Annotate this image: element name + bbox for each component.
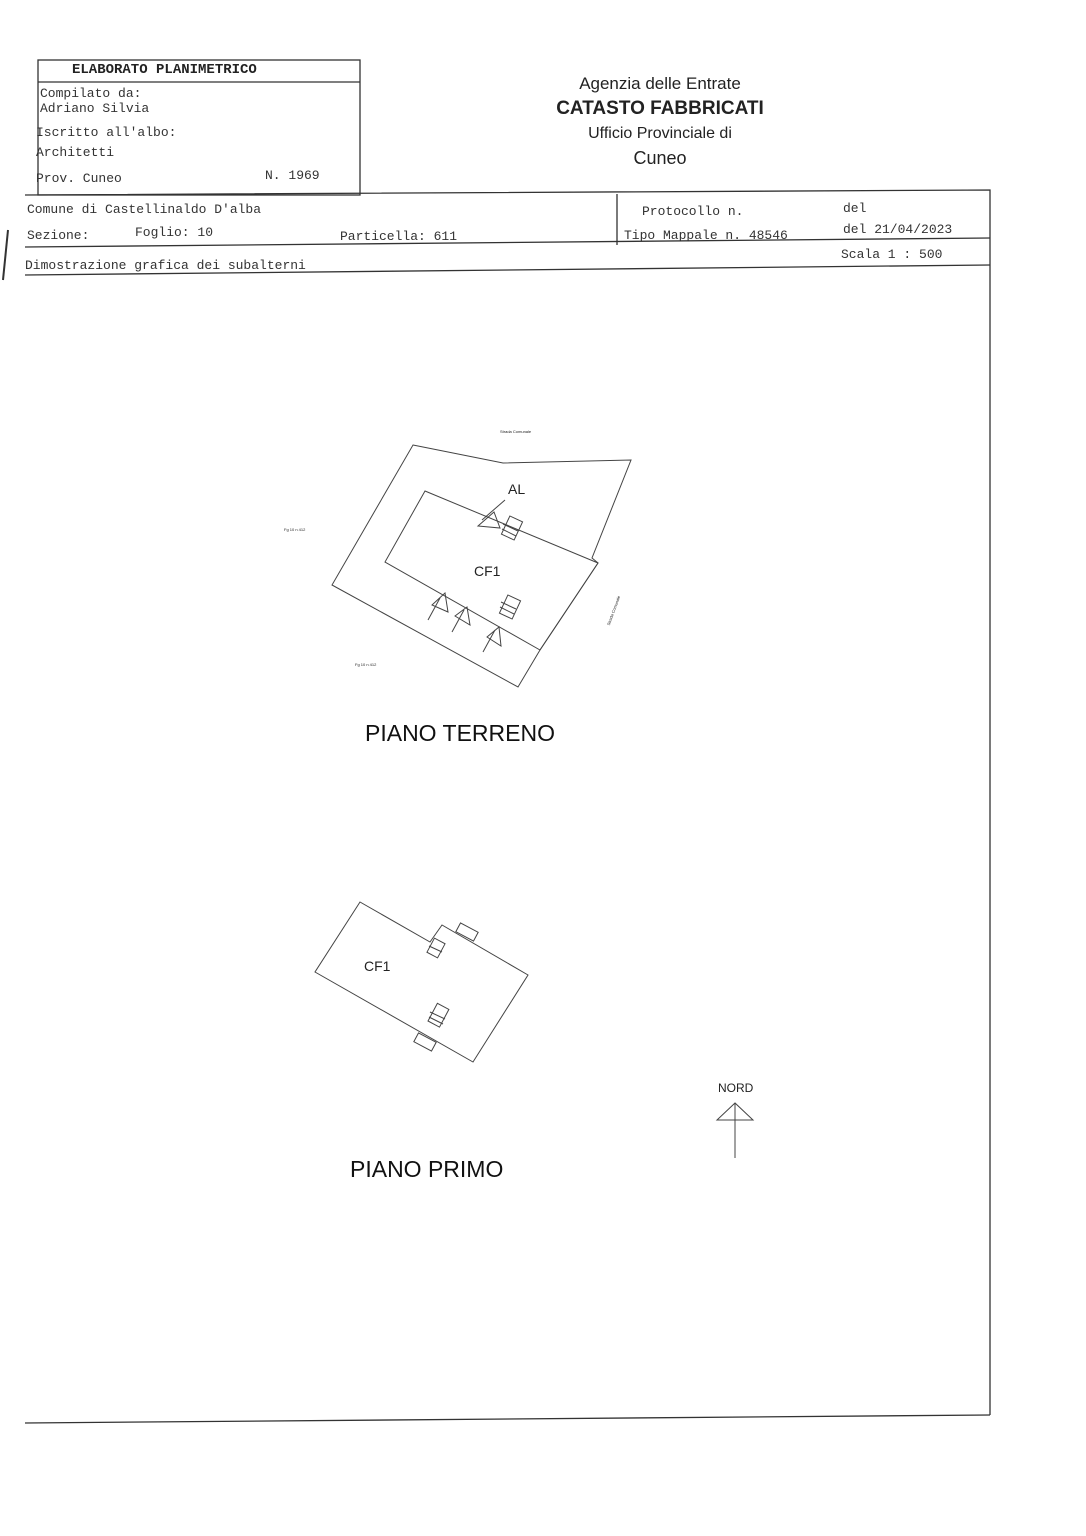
protocollo: Protocollo n. <box>642 204 744 219</box>
label-cf1-first: CF1 <box>364 958 391 974</box>
entrance-arrow-icon <box>476 499 506 529</box>
entrance-arrow-icon <box>482 626 502 653</box>
first-building-outline <box>314 901 529 1063</box>
header-box-frame <box>37 59 361 196</box>
stair-icon <box>498 594 522 620</box>
info-table-frame <box>24 189 991 1415</box>
compiled-by: Adriano Silvia <box>40 101 150 116</box>
stair-icon <box>500 515 524 541</box>
info-row-divider-2 <box>24 264 991 276</box>
stair-icon <box>427 1002 450 1028</box>
ground-building-outline <box>384 490 599 651</box>
first-floor-title: PIANO PRIMO <box>350 1156 504 1182</box>
tipo-mappale: Tipo Mappale n. 48546 <box>624 228 788 243</box>
entrance-arrow-icon <box>451 606 471 633</box>
page-bottom-line <box>24 1414 991 1424</box>
particella: Particella: 611 <box>340 229 458 244</box>
balcony <box>413 1032 437 1052</box>
scan-edge <box>2 229 9 281</box>
label-cf1-ground: CF1 <box>474 563 501 579</box>
protocollo-date: del <box>843 201 867 216</box>
north-arrow-icon <box>715 1102 755 1158</box>
neighbor-left-label: Fg 10 n 412 <box>284 527 306 532</box>
sezione: Sezione: <box>27 228 90 243</box>
agency-office: Ufficio Provinciale di <box>588 125 732 142</box>
agency-city: Cuneo <box>633 148 687 168</box>
scale: Scala 1 : 500 <box>841 247 943 262</box>
entrance-arrow-icon <box>427 591 449 621</box>
ground-floor-title: PIANO TERRENO <box>365 720 555 746</box>
comune: Comune di Castellinaldo D'alba <box>27 202 262 217</box>
registration-number: N. 1969 <box>265 168 320 183</box>
foglio: Foglio: 10 <box>135 225 214 240</box>
balcony <box>455 922 479 942</box>
info-row-divider <box>24 237 991 248</box>
document-title: ELABORATO PLANIMETRICO <box>72 62 257 78</box>
label-al: AL <box>508 481 526 497</box>
compiled-by-label: Compilato da: <box>40 86 142 101</box>
tipo-mappale-date: del 21/04/2023 <box>843 222 953 237</box>
neighbor-bottom-label: Fg 10 n 412 <box>355 662 377 667</box>
stair-icon <box>426 937 446 959</box>
agency-department: CATASTO FABBRICATI <box>556 98 764 119</box>
agency-name: Agenzia delle Entrate <box>579 74 741 93</box>
road-top-label: Strada Comunale <box>500 429 532 434</box>
province: Prov. Cuneo <box>36 171 122 186</box>
description: Dimostrazione grafica dei subalterni <box>25 258 306 273</box>
register-label: Iscritto all'albo: <box>36 125 177 140</box>
register: Architetti <box>36 145 115 160</box>
north-label: NORD <box>718 1081 754 1095</box>
